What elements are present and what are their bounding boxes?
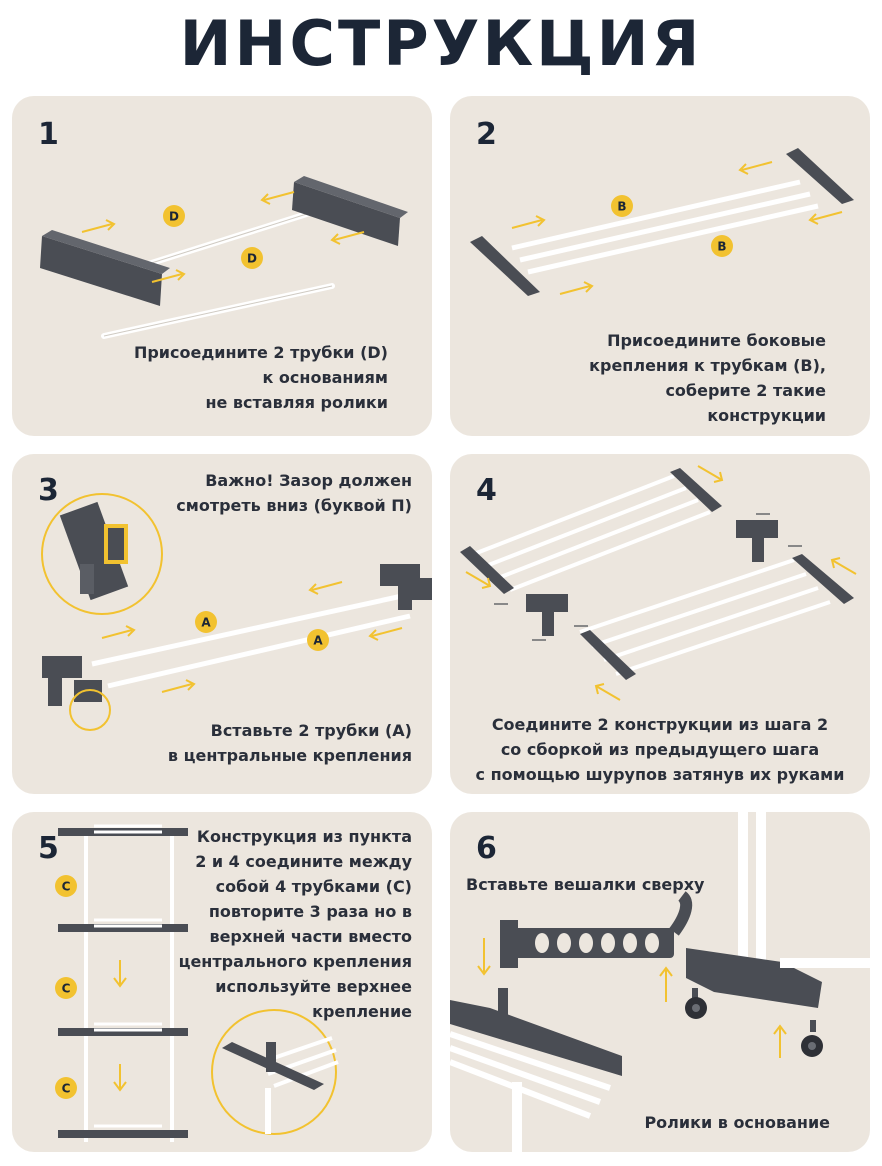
step-6-text-bottom: Ролики в основание: [644, 1113, 830, 1132]
step-5-badge-c1: [55, 875, 77, 897]
step-6-wheel-2: [801, 1020, 823, 1057]
step-3-note: Важно! Зазор должен смотреть вниз (букво…: [176, 471, 412, 515]
step-1-panel: 1 D D Присоедините 2 трубки (D) к основа…: [12, 96, 432, 436]
step-2-badge-b1-label: B: [617, 200, 626, 214]
step-6-hanger: [500, 891, 693, 968]
step-5-badge-c1-label: C: [62, 880, 71, 894]
step-2-badge-b2: [711, 235, 733, 257]
step-5-shelf-2: [58, 918, 188, 932]
step-4-text: Соедините 2 конструкции из шага 2 со сбо…: [475, 715, 845, 784]
step-5-text: Конструкция из пункта 2 и 4 соедините ме…: [178, 827, 412, 1021]
step-1-text: Присоедините 2 трубки (D) к основаниям н…: [133, 343, 388, 412]
step-3-badge-a2: [307, 629, 329, 651]
step-1-badge-d2-label: D: [247, 252, 257, 266]
step-5-shelf-top: [58, 824, 188, 836]
step-6-number: 6: [476, 831, 497, 866]
step-1-badge-d1: [163, 205, 185, 227]
step-3-badge-a1-label: A: [201, 616, 211, 630]
step-3-illustration: A A: [41, 493, 432, 731]
step-1-number: 1: [38, 117, 59, 152]
step-2-illustration: B B: [470, 148, 854, 296]
step-5-badge-c3: [55, 1077, 77, 1099]
step-5-shelf-3: [58, 1022, 188, 1036]
step-3-number: 3: [38, 473, 59, 508]
step-6-text-top: Вставьте вешалки сверху: [466, 875, 705, 894]
step-5-shelf-bottom: [58, 1124, 188, 1138]
step-3-text: Вставьте 2 трубки (A) в центральные креп…: [167, 721, 412, 765]
step-2-panel: 2 B B Присоедините боковые крепления к т…: [450, 96, 870, 436]
step-5-panel: 5 C C: [12, 812, 432, 1152]
step-2-badge-b2-label: B: [717, 240, 726, 254]
step-4-illustration: [460, 465, 857, 701]
step-5-illustration: C C C: [55, 824, 339, 1142]
page-title: ИНСТРУКЦИЯ: [179, 7, 703, 80]
step-1-illustration: D D: [40, 176, 408, 339]
step-5-badge-c2: [55, 977, 77, 999]
step-1-badge-d1-label: D: [169, 210, 179, 224]
step-5-badge-c2-label: C: [62, 982, 71, 996]
step-2-number: 2: [476, 117, 497, 152]
step-4-number: 4: [476, 473, 497, 508]
step-3-badge-a2-label: A: [313, 634, 323, 648]
step-4-panel: 4 Соедините 2 конструк: [450, 454, 870, 794]
step-6-illustration: [450, 812, 870, 1152]
step-3-panel: 3 Важно! Зазор должен смотреть вниз (бук…: [12, 454, 432, 794]
step-5-badge-c3-label: C: [62, 1082, 71, 1096]
step-5-number: 5: [38, 831, 59, 866]
step-6-wheel-1: [685, 988, 707, 1019]
step-2-badge-b1: [611, 195, 633, 217]
step-3-badge-a1: [195, 611, 217, 633]
step-6-panel: 6 Вставьте вешалки сверху: [450, 812, 870, 1152]
step-2-text: Присоедините боковые крепления к трубкам…: [589, 331, 826, 425]
step-1-badge-d2: [241, 247, 263, 269]
